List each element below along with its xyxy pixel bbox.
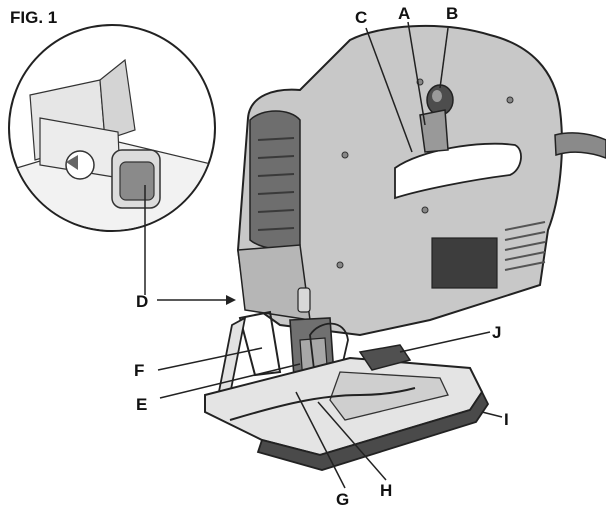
shoe-plate [204, 344, 490, 471]
figure-title: FIG. 1 [10, 8, 58, 27]
callout-g: G [336, 490, 349, 509]
leader-lines [144, 21, 503, 489]
detail-inset [8, 24, 216, 232]
callout-d: D [136, 292, 148, 311]
callout-h: H [380, 481, 392, 500]
callout-f: F [134, 361, 144, 380]
callout-e: E [136, 395, 147, 414]
jigsaw-body [236, 24, 606, 337]
callout-a: A [398, 4, 410, 23]
callout-b: B [446, 4, 458, 23]
callout-c: C [355, 8, 367, 27]
callout-j: J [492, 323, 501, 342]
callout-labels: C A B D F E J I H G [134, 4, 509, 509]
callout-i: I [504, 410, 509, 429]
